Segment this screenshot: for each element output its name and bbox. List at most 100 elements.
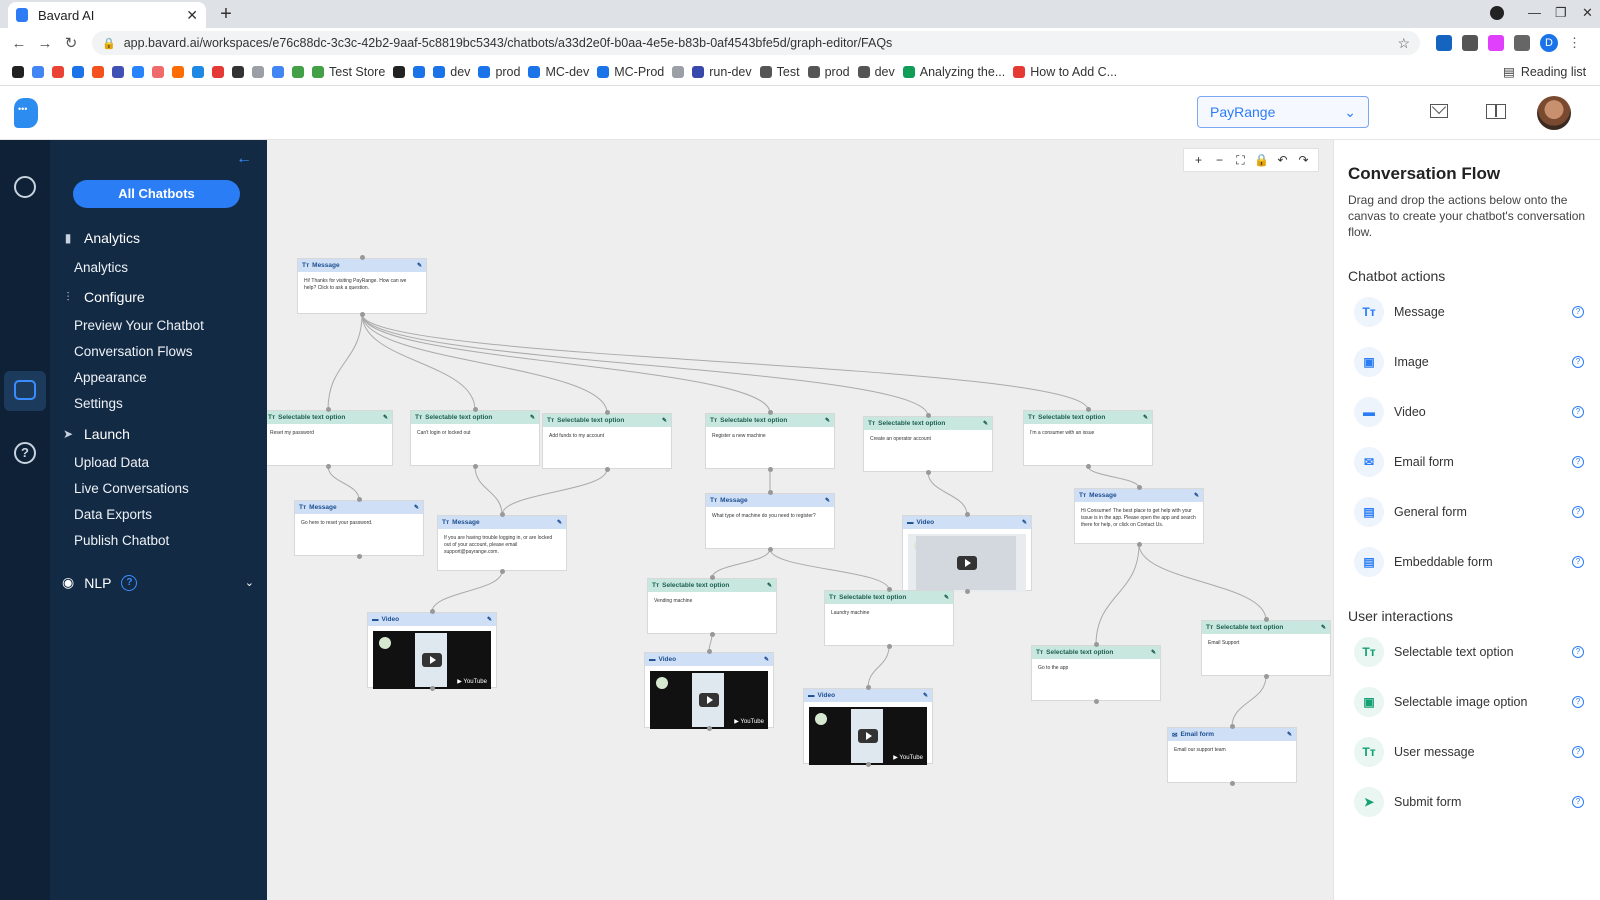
bookmark-item[interactable] xyxy=(152,65,164,78)
bookmark-item[interactable]: prod xyxy=(478,65,520,79)
connection-port[interactable] xyxy=(1230,724,1235,729)
action-message[interactable]: Tт Message ? xyxy=(1354,297,1584,327)
chevron-down-icon[interactable]: ⌄ xyxy=(244,577,254,589)
sidebar-item-publish-chatbot[interactable]: Publish Chatbot xyxy=(74,533,170,548)
bookmark-star-icon[interactable]: ☆ xyxy=(1397,34,1410,51)
edit-pencil-icon[interactable]: ✎ xyxy=(486,617,492,623)
connection-port[interactable] xyxy=(1264,617,1269,622)
help-icon[interactable]: ? xyxy=(1572,506,1584,518)
bookmark-item[interactable] xyxy=(672,65,685,78)
sidebar-item-preview[interactable]: Preview Your Chatbot xyxy=(74,318,204,333)
help-icon[interactable]: ? xyxy=(1572,746,1584,758)
bookmark-item[interactable]: Test xyxy=(759,65,800,79)
connection-port[interactable] xyxy=(1086,464,1091,469)
bookmark-item[interactable]: Analyzing the... xyxy=(902,65,1005,79)
connection-port[interactable] xyxy=(1086,407,1091,412)
edit-pencil-icon[interactable]: ✎ xyxy=(416,263,422,269)
connection-port[interactable] xyxy=(768,410,773,415)
bookmark-item[interactable]: MC-dev xyxy=(528,65,589,79)
flow-edge[interactable] xyxy=(361,313,608,414)
video-thumbnail[interactable] xyxy=(908,534,1026,592)
bookmark-item[interactable]: prod xyxy=(807,65,850,79)
connection-port[interactable] xyxy=(866,762,871,767)
flow-edge[interactable] xyxy=(927,471,968,516)
edit-pencil-icon[interactable]: ✎ xyxy=(763,657,769,663)
sidebar-section-configure[interactable]: ⫶ Configure xyxy=(62,289,144,305)
flow-edge[interactable] xyxy=(327,313,363,411)
edit-pencil-icon[interactable]: ✎ xyxy=(982,421,988,427)
zoom-in-icon[interactable]: + xyxy=(1194,153,1202,167)
flow-edge[interactable] xyxy=(867,645,890,689)
play-icon[interactable] xyxy=(699,693,719,707)
close-tab-icon[interactable]: ✕ xyxy=(186,6,198,23)
video-node[interactable]: ▬Video✎▶ YouTube xyxy=(367,612,497,689)
bookmark-item[interactable] xyxy=(292,65,304,78)
bookmark-item[interactable] xyxy=(252,65,264,78)
back-icon[interactable]: ← xyxy=(11,34,27,52)
connection-port[interactable] xyxy=(710,575,715,580)
minimize-icon[interactable]: — xyxy=(1528,5,1541,20)
bookmark-item[interactable] xyxy=(272,65,284,78)
url-bar[interactable]: 🔒 app.bavard.ai/workspaces/e76c88dc-3c3c… xyxy=(92,31,1420,55)
video-node[interactable]: ▬Video✎▶ YouTube xyxy=(644,652,774,729)
sidebar-item-live-conversations[interactable]: Live Conversations xyxy=(74,481,189,496)
connection-port[interactable] xyxy=(1094,642,1099,647)
interaction-user-message[interactable]: Tт User message ? xyxy=(1354,737,1584,767)
help-icon[interactable]: ? xyxy=(1572,306,1584,318)
edit-pencil-icon[interactable]: ✎ xyxy=(661,418,667,424)
video-node[interactable]: ▬Video✎ xyxy=(902,515,1032,592)
bavard-logo-icon[interactable] xyxy=(14,98,38,128)
edit-pencil-icon[interactable]: ✎ xyxy=(943,595,949,601)
connection-port[interactable] xyxy=(326,407,331,412)
bookmark-item[interactable] xyxy=(52,65,64,78)
action-general-form[interactable]: ▤ General form ? xyxy=(1354,497,1584,527)
flow-edge[interactable] xyxy=(361,313,476,411)
extension-icon[interactable] xyxy=(1436,35,1452,51)
video-thumbnail[interactable]: ▶ YouTube xyxy=(373,631,491,689)
edit-pencil-icon[interactable]: ✎ xyxy=(1150,650,1156,656)
action-email-form[interactable]: ✉ Email form ? xyxy=(1354,447,1584,477)
dashboard-pie-icon[interactable] xyxy=(14,176,36,198)
bookmark-item[interactable] xyxy=(32,65,44,78)
flow-edge[interactable] xyxy=(1231,675,1267,728)
connection-port[interactable] xyxy=(500,569,505,574)
close-window-icon[interactable]: ✕ xyxy=(1582,5,1593,20)
edit-pencil-icon[interactable]: ✎ xyxy=(382,415,388,421)
puzzle-icon[interactable] xyxy=(1514,35,1530,51)
bookmark-item[interactable] xyxy=(212,65,224,78)
chatbot-robot-icon[interactable] xyxy=(14,380,36,400)
connection-port[interactable] xyxy=(1137,485,1142,490)
extension-icon[interactable] xyxy=(1462,35,1478,51)
bookmark-item[interactable] xyxy=(72,65,84,78)
edit-pencil-icon[interactable]: ✎ xyxy=(1193,493,1199,499)
sidebar-section-launch[interactable]: ➤ Launch xyxy=(62,426,130,442)
zoom-out-icon[interactable]: − xyxy=(1215,153,1223,167)
connection-port[interactable] xyxy=(430,609,435,614)
connection-port[interactable] xyxy=(1094,699,1099,704)
connection-port[interactable] xyxy=(887,644,892,649)
connection-port[interactable] xyxy=(605,410,610,415)
extension-icon[interactable] xyxy=(1488,35,1504,51)
bookmark-item[interactable]: dev xyxy=(857,65,895,79)
restore-icon[interactable]: ❐ xyxy=(1555,5,1567,20)
edit-pencil-icon[interactable]: ✎ xyxy=(922,693,928,699)
flow-edge[interactable] xyxy=(1138,543,1267,621)
sidebar-item-data-exports[interactable]: Data Exports xyxy=(74,507,153,522)
bookmark-item[interactable] xyxy=(192,65,204,78)
flow-edge[interactable] xyxy=(431,570,503,613)
nlp-help-icon[interactable]: ? xyxy=(121,574,138,591)
bookmark-item[interactable] xyxy=(132,65,144,78)
interaction-selectable-image[interactable]: ▣ Selectable image option ? xyxy=(1354,687,1584,717)
connection-port[interactable] xyxy=(887,587,892,592)
